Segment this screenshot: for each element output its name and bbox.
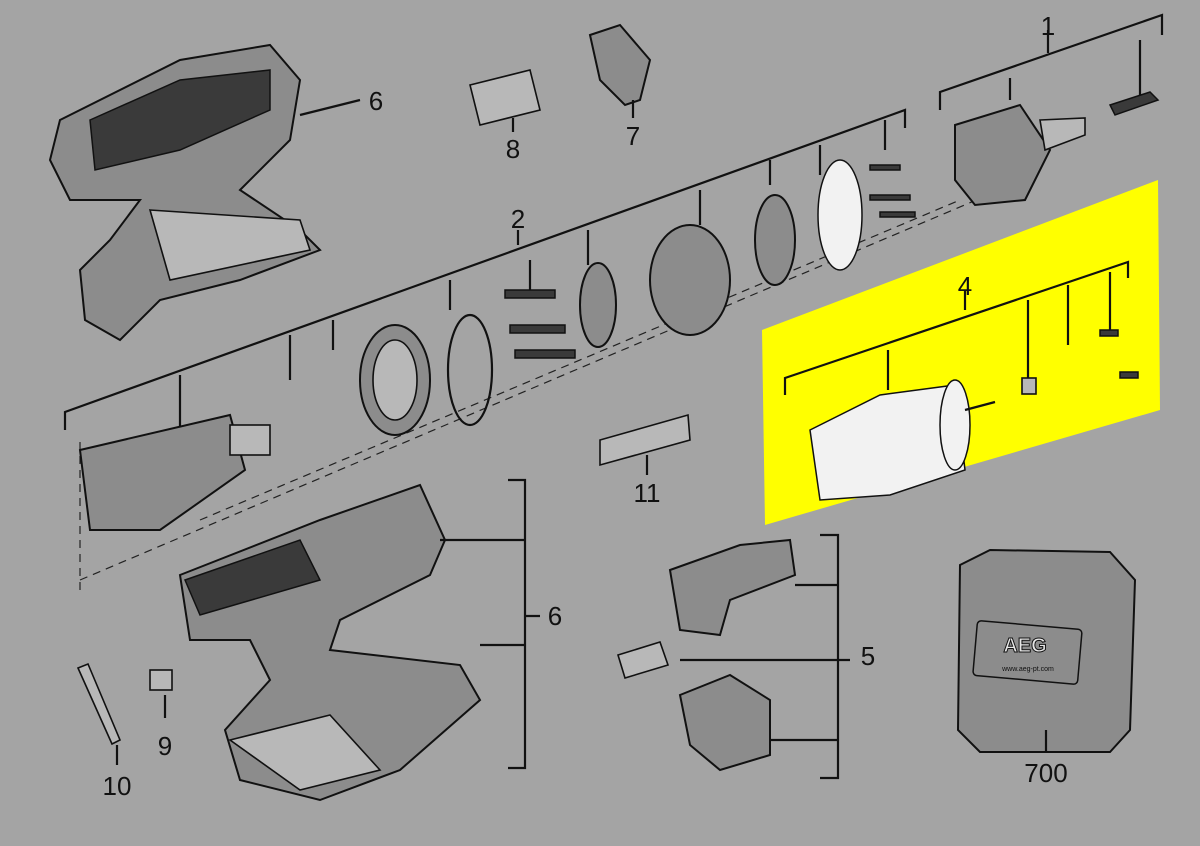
housing-half-bottom[interactable]: [178, 483, 482, 802]
screwdriver-bit[interactable]: [76, 662, 122, 746]
gearbox-parts[interactable]: [78, 159, 916, 531]
callout-700: 700: [1024, 758, 1067, 788]
chuck[interactable]: [954, 91, 1160, 207]
callout-2: 2: [511, 204, 525, 234]
belt-clip[interactable]: [588, 23, 652, 107]
callout-7: 7: [626, 121, 640, 151]
callout-11: 11: [634, 478, 661, 508]
callout-5: 5: [861, 641, 875, 671]
housing-half-top[interactable]: [48, 43, 322, 342]
case-url: www.aeg-pt.com: [1001, 666, 1054, 673]
trigger-switch[interactable]: [617, 538, 797, 772]
led-holder[interactable]: [149, 669, 173, 691]
carry-case[interactable]: AEG www.aeg-pt.com: [956, 548, 1137, 753]
switch-cap[interactable]: [469, 69, 541, 126]
callout-6-bottom: 6: [548, 601, 562, 631]
case-brand: AEG: [1003, 635, 1046, 657]
callout-8: 8: [506, 134, 520, 164]
callout-4: 4: [958, 271, 972, 301]
motor[interactable]: [809, 329, 1139, 501]
callout-1: 1: [1041, 11, 1055, 41]
callout-9: 9: [158, 731, 172, 761]
label-plate[interactable]: [599, 413, 691, 467]
callout-10: 10: [103, 771, 132, 801]
callout-6-top: 6: [369, 86, 383, 116]
